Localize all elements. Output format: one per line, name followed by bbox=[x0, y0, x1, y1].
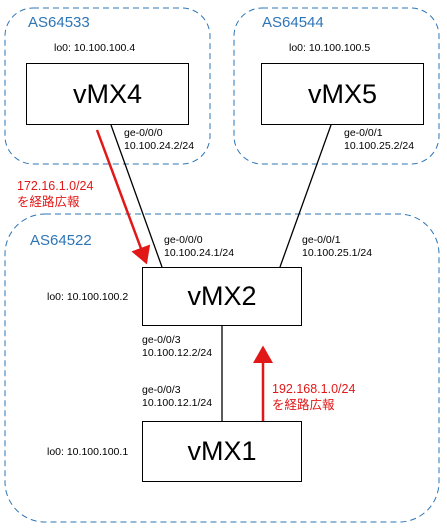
vmx5-router: vMX5 bbox=[261, 63, 424, 125]
advert-prefix-172: 172.16.1.0/24 bbox=[17, 179, 94, 193]
advert-prefix-192: 192.168.1.0/24 bbox=[272, 382, 356, 396]
vmx1-ge003-label: ge-0/0/3 10.100.12.1/24 bbox=[142, 384, 212, 410]
as64522-boundary bbox=[4, 213, 440, 523]
vmx5-ge001-label: ge-0/0/1 10.100.25.2/24 bbox=[344, 127, 414, 153]
vmx2-ge001-name: ge-0/0/1 bbox=[302, 234, 341, 246]
vmx4-loopback: lo0: 10.100.100.4 bbox=[54, 42, 136, 54]
vmx2-ge003-label: ge-0/0/3 10.100.12.2/24 bbox=[142, 334, 212, 360]
link-vmx5-vmx2 bbox=[279, 124, 332, 268]
vmx2-name: vMX2 bbox=[187, 281, 257, 311]
as64522-label: AS64522 bbox=[30, 232, 92, 249]
vmx1-name: vMX1 bbox=[187, 436, 257, 466]
advert-arrow-172 bbox=[95, 129, 151, 265]
vmx2-ge001-label: ge-0/0/1 10.100.25.1/24 bbox=[302, 234, 372, 260]
vmx2-ge000-name: ge-0/0/0 bbox=[164, 234, 203, 246]
vmx1-ge003-name: ge-0/0/3 bbox=[142, 384, 181, 396]
vmx5-ge001-name: ge-0/0/1 bbox=[344, 127, 383, 139]
vmx2-ge001-ip: 10.100.25.1/24 bbox=[302, 247, 373, 259]
vmx5-ge001-ip: 10.100.25.2/24 bbox=[344, 140, 415, 152]
vmx2-router: vMX2 bbox=[142, 267, 302, 326]
vmx4-name: vMX4 bbox=[72, 78, 143, 109]
advert-note-172: を経路広報 bbox=[17, 195, 80, 209]
vmx5-name: vMX5 bbox=[307, 78, 378, 109]
as64533-label: AS64533 bbox=[28, 14, 90, 31]
advert-note-192: を経路広報 bbox=[272, 398, 335, 412]
vmx1-ge003-ip: 10.100.12.1/24 bbox=[142, 397, 213, 409]
link-vmx4-vmx2 bbox=[110, 124, 163, 268]
vmx2-ge003-ip: 10.100.12.2/24 bbox=[142, 347, 213, 359]
advert-label-172: 172.16.1.0/24 を経路広報 bbox=[17, 178, 93, 210]
vmx2-loopback: lo0: 10.100.100.2 bbox=[47, 291, 129, 303]
vmx4-ge000-name: ge-0/0/0 bbox=[124, 127, 163, 139]
vmx4-router: vMX4 bbox=[26, 63, 189, 125]
vmx5-loopback: lo0: 10.100.100.5 bbox=[289, 42, 371, 54]
as64544-label: AS64544 bbox=[262, 14, 324, 31]
vmx2-ge000-label: ge-0/0/0 10.100.24.1/24 bbox=[164, 234, 234, 260]
vmx1-router: vMX1 bbox=[142, 421, 302, 482]
advert-label-192: 192.168.1.0/24 を経路広報 bbox=[272, 381, 355, 413]
vmx1-loopback: lo0: 10.100.100.1 bbox=[47, 446, 129, 458]
vmx2-ge003-name: ge-0/0/3 bbox=[142, 334, 181, 346]
vmx4-ge000-label: ge-0/0/0 10.100.24.2/24 bbox=[124, 127, 194, 153]
as64544-boundary bbox=[233, 7, 440, 165]
vmx2-ge000-ip: 10.100.24.1/24 bbox=[164, 247, 235, 259]
vmx4-ge000-ip: 10.100.24.2/24 bbox=[124, 140, 195, 152]
as64533-boundary bbox=[4, 7, 211, 165]
